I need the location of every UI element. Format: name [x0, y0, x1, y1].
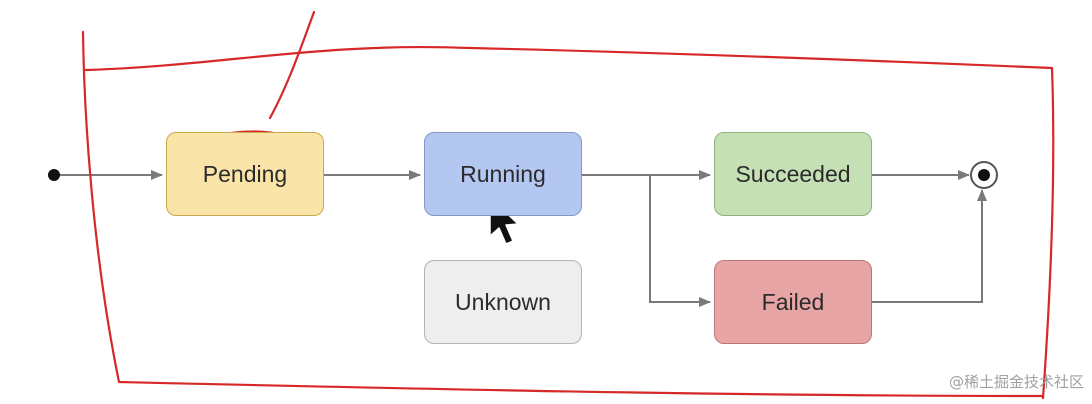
state-label-succeeded: Succeeded — [735, 160, 851, 187]
state-unknown[interactable]: Unknown — [424, 260, 582, 344]
edge-running-to-failed — [649, 175, 711, 307]
transitions — [56, 170, 987, 307]
state-running[interactable]: Running — [424, 132, 582, 216]
initial-state-dot — [48, 169, 60, 181]
state-label-unknown: Unknown — [455, 288, 551, 315]
annotation-stroke-top — [268, 10, 316, 120]
state-label-failed: Failed — [761, 288, 825, 315]
state-pending[interactable]: Pending — [166, 132, 324, 216]
state-label-running: Running — [460, 160, 546, 187]
watermark: @稀土掘金技术社区 — [948, 373, 1084, 391]
state-succeeded[interactable]: Succeeded — [714, 132, 872, 216]
state-label-pending: Pending — [202, 160, 288, 187]
edge-failed-to-end — [872, 189, 987, 303]
state-failed[interactable]: Failed — [714, 260, 872, 344]
final-state-marker — [970, 161, 998, 189]
annotation-frame — [81, 30, 1055, 400]
